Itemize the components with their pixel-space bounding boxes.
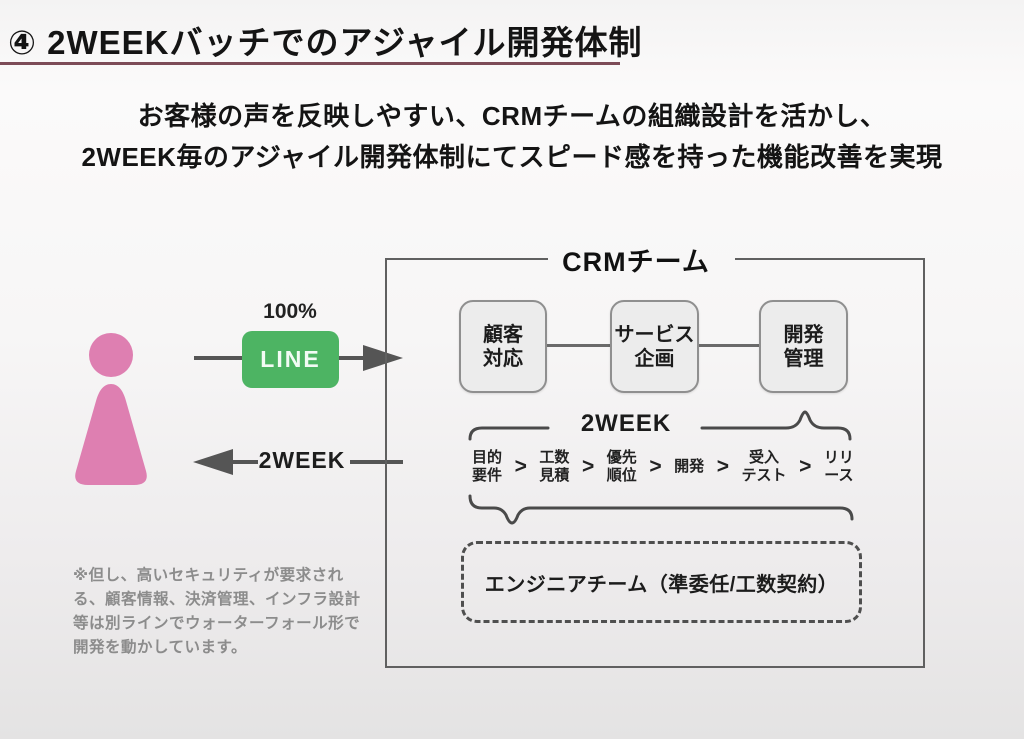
crm-team-title: CRMチーム — [562, 247, 710, 277]
arrow-to-customer-line-right — [350, 460, 403, 464]
arrow-to-team-head-icon — [363, 345, 403, 371]
engineer-handoff-brace — [468, 494, 854, 525]
subtitle-line-2: 2WEEK毎のアジャイル開発体制にてスピード感を持った機能改善を実現 — [81, 142, 943, 172]
subtitle-line-1: お客様の声を反映しやすい、CRMチームの組織設計を活かし、 — [137, 101, 887, 131]
crm-box-border-top-right — [735, 258, 925, 260]
role-box-customer-support: 顧客 対応 — [459, 300, 547, 393]
process-step-acceptance-test: 受入テスト — [741, 449, 787, 484]
engineer-team-box: エンジニアチーム（準委任/工数契約） — [461, 541, 862, 623]
role-box-dev-management: 開発 管理 — [759, 300, 848, 393]
customer-person-icon — [75, 333, 147, 485]
arrow-to-customer-line-left — [226, 460, 258, 464]
process-step-development: 開発 — [674, 458, 705, 475]
line-percent-label: 100% — [263, 300, 317, 323]
role-label-line: 開発 — [783, 323, 824, 346]
role-label-line: サービス — [614, 323, 695, 346]
chevron-right-icon: > — [581, 455, 595, 478]
title-underline — [0, 62, 620, 65]
process-step-estimation: 工数見積 — [539, 449, 570, 484]
role-connector — [699, 344, 759, 347]
role-label-line: 対応 — [483, 347, 523, 370]
process-steps-row: 目的要件 > 工数見積 > 優先順位 > 開発 > 受入テスト > リリース — [472, 444, 854, 490]
footnote: ※但し、高いセキュリティが要求される、顧客情報、決済管理、インフラ設計等は別ライ… — [73, 567, 361, 656]
role-label-line: 企画 — [634, 347, 675, 370]
chevron-right-icon: > — [649, 455, 662, 478]
crm-box-border-top-left — [385, 258, 548, 260]
process-step-priority: 優先順位 — [606, 449, 637, 484]
two-week-cycle-label: 2WEEK — [580, 410, 672, 437]
crm-box-border-bottom — [385, 666, 925, 668]
line-channel-badge: LINE — [242, 331, 339, 388]
crm-box-border-left — [385, 258, 387, 668]
process-step-requirements: 目的要件 — [472, 449, 503, 484]
role-label-line: 顧客 — [483, 323, 523, 346]
page-title: ④ 2WEEKバッチでのアジャイル開発体制 — [8, 24, 643, 61]
role-label-line: 管理 — [783, 347, 824, 370]
line-channel-label: LINE — [260, 346, 321, 372]
chevron-right-icon: > — [514, 455, 527, 478]
engineer-team-label: エンジニアチーム（準委任/工数契約） — [484, 573, 839, 596]
two-week-return-label: 2WEEK — [258, 447, 346, 473]
role-box-service-planning: サービス 企画 — [610, 300, 699, 393]
process-step-release: リリース — [823, 449, 854, 484]
chevron-right-icon: > — [716, 455, 729, 478]
chevron-right-icon: > — [799, 455, 812, 478]
crm-box-border-right — [923, 258, 925, 668]
subtitle: お客様の声を反映しやすい、CRMチームの組織設計を活かし、 2WEEK毎のアジャ… — [52, 96, 972, 178]
role-connector — [547, 344, 610, 347]
two-week-bracket — [468, 410, 852, 441]
